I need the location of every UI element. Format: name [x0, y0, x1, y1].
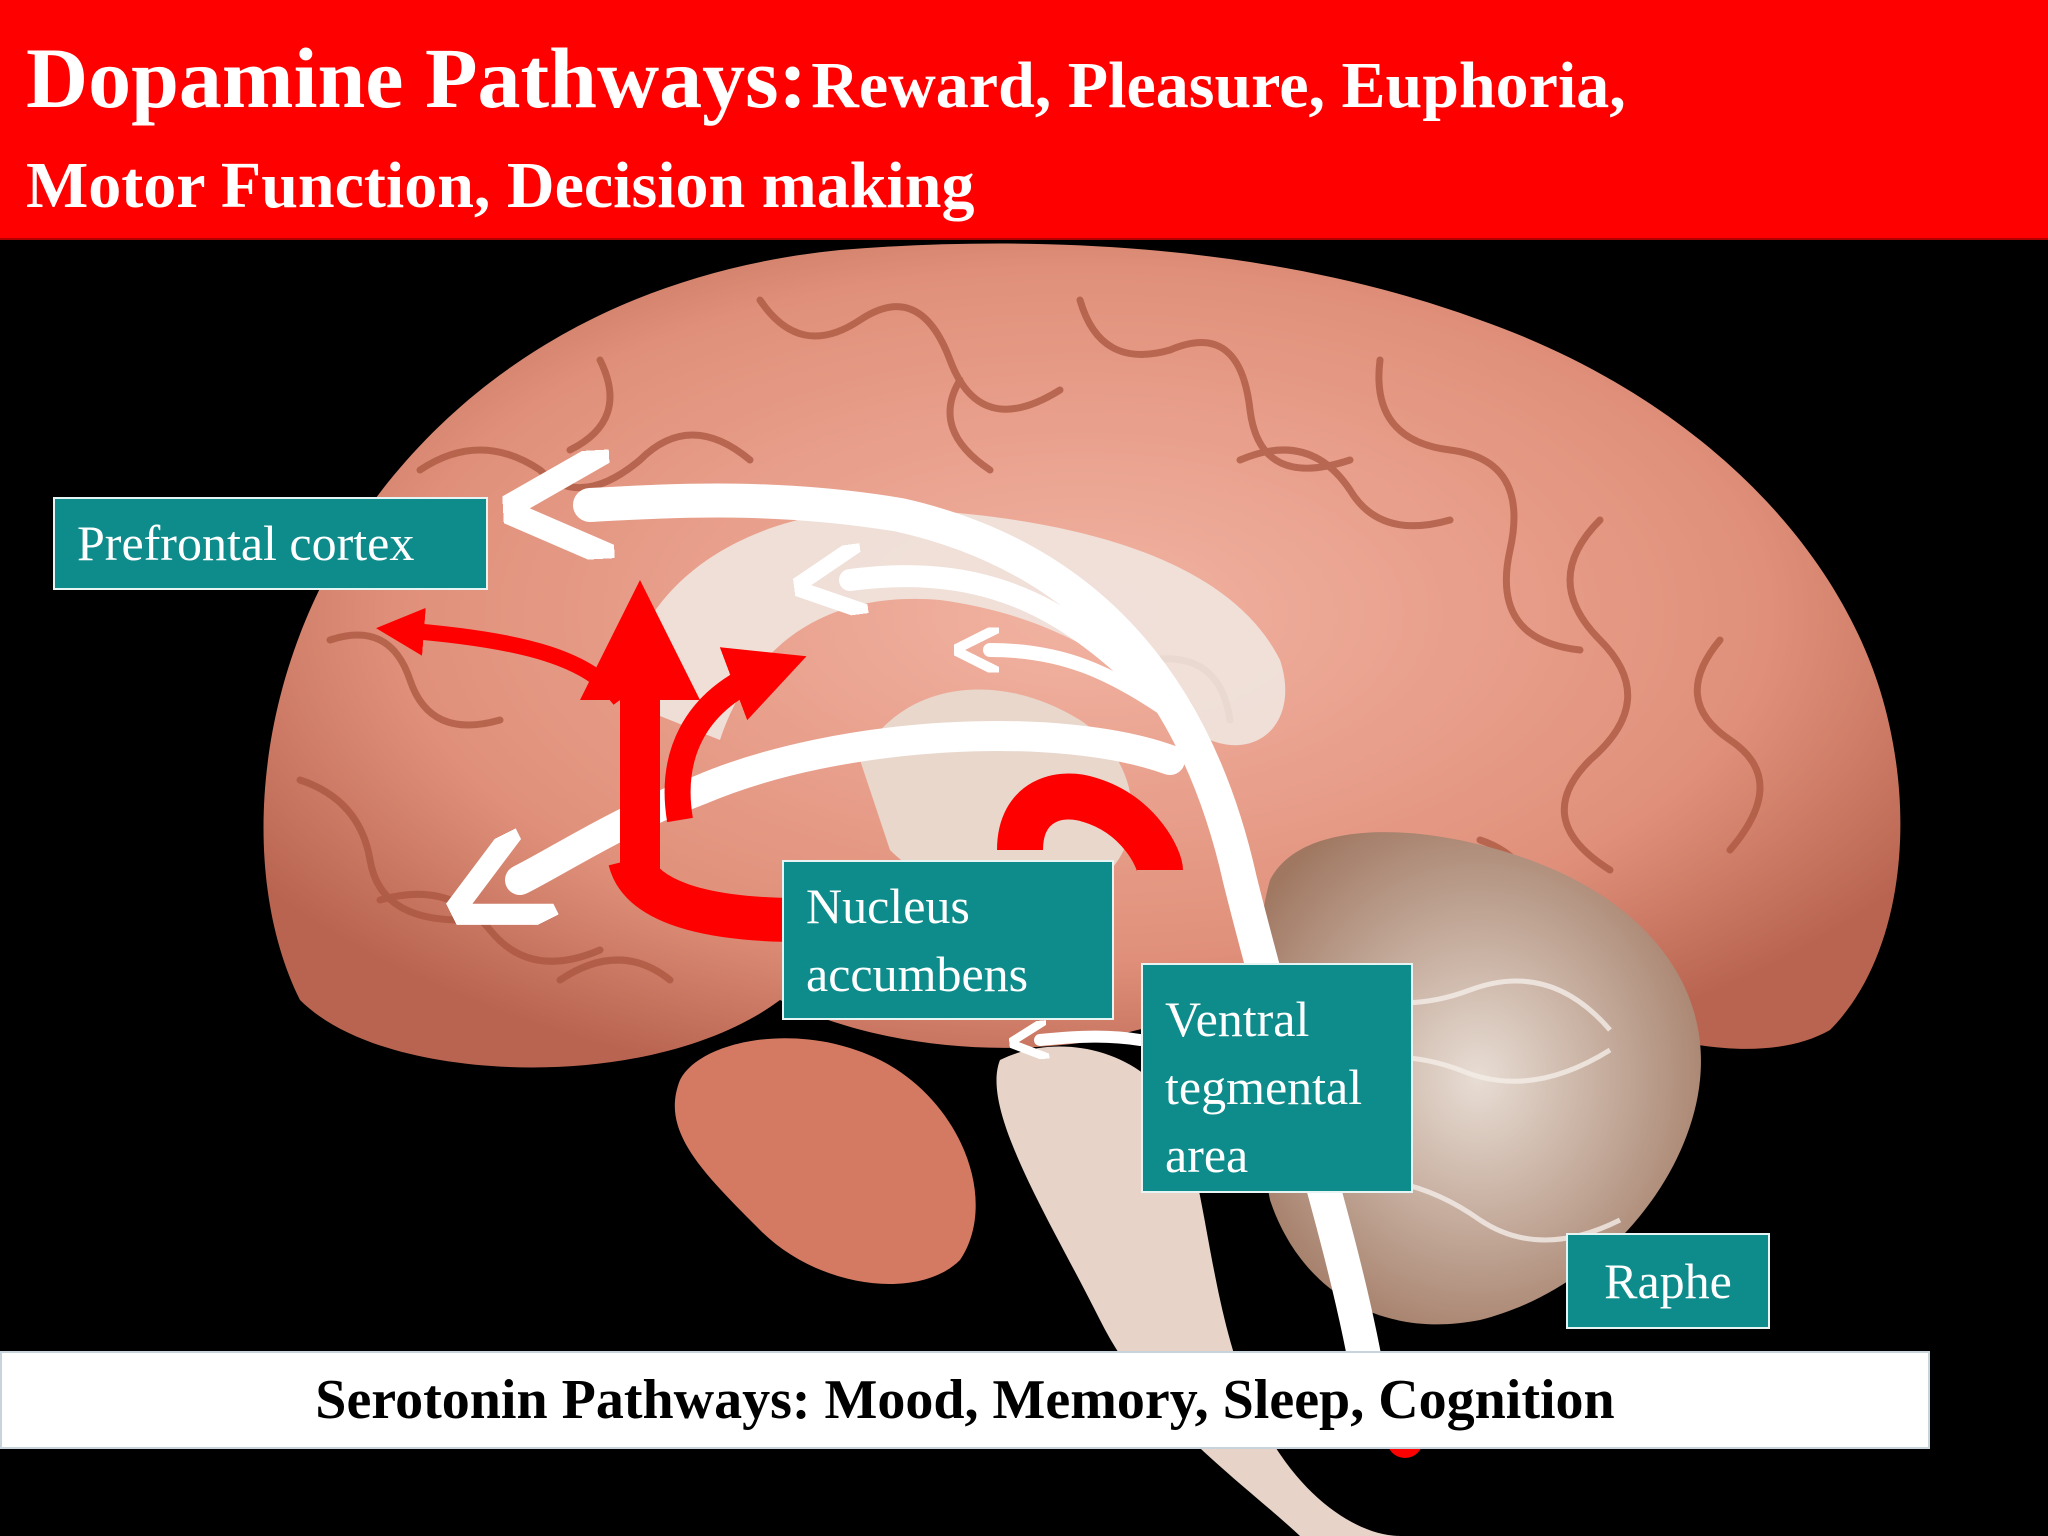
dopamine-accumbens-arc — [608, 852, 801, 942]
temporal-lobe — [674, 1038, 976, 1284]
title-line-1: Dopamine Pathways: Reward, Pleasure, Eup… — [26, 28, 1626, 128]
dopamine-vta-loop — [997, 773, 1183, 874]
brainstem — [996, 1046, 1400, 1536]
serotonin-branch-callosum — [990, 650, 1187, 727]
label-raphe-text: Raphe — [1604, 1253, 1732, 1309]
label-prefrontal-cortex-text: Prefrontal cortex — [77, 515, 415, 571]
label-nucleus-accumbens: Nucleus accumbens — [782, 860, 1114, 1020]
title-sub-line-2: Motor Function, Decision making — [26, 149, 975, 222]
dopamine-branch-left — [376, 607, 627, 705]
label-nucleus-accumbens-line-2: accumbens — [806, 946, 1029, 1002]
serotonin-branch-frontal — [520, 721, 1185, 880]
label-ventral-tegmental-area: Ventral tegmental area — [1141, 963, 1413, 1193]
label-vta-line-1: Ventral — [1165, 991, 1310, 1047]
serotonin-footer-banner: Serotonin Pathways: Mood, Memory, Sleep,… — [0, 1351, 1930, 1449]
dopamine-branch-right — [664, 647, 807, 823]
label-nucleus-accumbens-line-1: Nucleus — [806, 878, 970, 934]
title-main: Dopamine Pathways: — [26, 30, 808, 126]
label-prefrontal-cortex: Prefrontal cortex — [53, 497, 488, 590]
serotonin-branch-hypothalamus — [1040, 1037, 1146, 1040]
title-sub-line-1: Reward, Pleasure, Euphoria, — [811, 49, 1626, 122]
dopamine-pathways — [376, 580, 1183, 942]
corpus-callosum — [620, 508, 1286, 746]
label-raphe: Raphe — [1566, 1233, 1770, 1329]
label-vta-line-3: area — [1165, 1127, 1249, 1183]
label-vta-line-2: tegmental — [1165, 1059, 1363, 1115]
title-banner: Dopamine Pathways: Reward, Pleasure, Eup… — [0, 0, 2048, 240]
footer-text: Serotonin Pathways: Mood, Memory, Sleep,… — [315, 1369, 1615, 1431]
serotonin-branch-cingulate — [850, 576, 1171, 711]
